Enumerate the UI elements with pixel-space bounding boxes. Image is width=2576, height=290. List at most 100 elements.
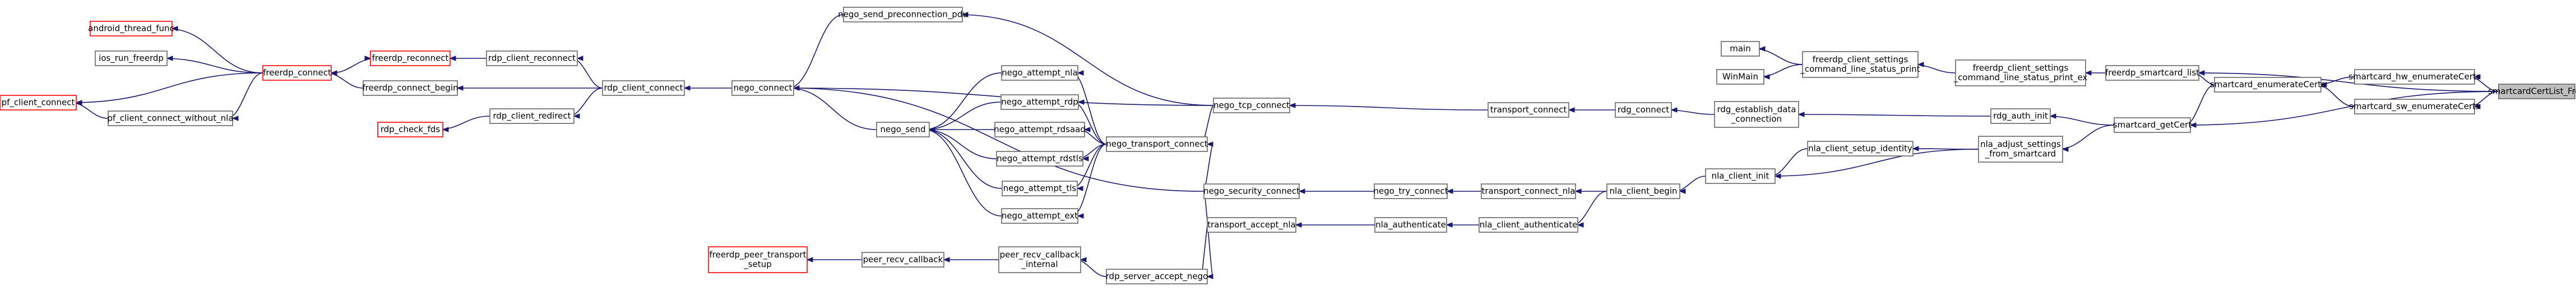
node-box [2114,117,2191,133]
node-rdp-client-reconnect[interactable]: rdp_client_reconnect [486,50,578,66]
edge-arrowhead [1206,274,1213,279]
node-rdp-check-fds[interactable]: rdp_check_fds [377,122,443,137]
node-label: rdg_connect [1618,105,1669,116]
node-nla-authenticate[interactable]: nla_authenticate [1374,217,1447,233]
edge-arrowhead [449,56,456,61]
node-nla-client-setup-identity[interactable]: nla_client_setup_identity [1807,141,1914,156]
edge-arrowhead [166,56,173,61]
edge-nla-authenticate-to-transport-accept-nla [1290,222,1375,228]
edge-freerdp-connect-to-android-thread-func [166,26,263,73]
node-nego-transport-connect[interactable]: nego_transport_connect [1106,136,1208,152]
node-freerdp-client-settings-command-line-status-print-ex[interactable]: freerdp_client_settings_command_line_sta… [1953,59,2088,86]
edge-line [1758,64,1803,77]
node-box [1001,65,1078,81]
node-pf-client-connect[interactable]: pf_client_connect [0,95,77,111]
edge-line [787,14,844,89]
node-rdp-server-accept-nego[interactable]: rdp_server_accept_nego [1106,269,1208,284]
node-rdg-establish-data-connection[interactable]: rdg_establish_data_connection [1714,101,1799,128]
node-box [1213,98,1290,113]
node-smartcard-enumerate-certs[interactable]: smartcard_enumerateCerts [2210,77,2325,93]
node-ios-run-freerdp[interactable]: ios_run_freerdp [95,50,168,66]
node-freerdp-connect[interactable]: freerdp_connect [262,65,332,81]
node-transport-connect[interactable]: transport_connect [1488,102,1569,118]
edge-arrowhead [2084,70,2092,76]
node-label: rdp_client_reconnect [488,53,576,64]
node-box [1203,183,1300,199]
node-nego-attempt-nla[interactable]: nego_attempt_nla [1001,65,1078,81]
node-nego-security-connect[interactable]: nego_security_connect [1203,183,1300,199]
node-peer-recv-callback[interactable]: peer_recv_callback [861,252,944,268]
node-nla-adjust-settings-from-smartcard[interactable]: nla_adjust_settings_from_smartcard [1978,136,2063,163]
edge-transport-connect-to-nego-tcp-connect [1284,103,1489,111]
node-label: nego_send [880,125,925,135]
node-nego-attempt-rdp[interactable]: nego_attempt_rdp [1000,94,1079,110]
node-label: nego_transport_connect [1106,139,1208,150]
node-label: smartcard_hw_enumerateCerts [2348,72,2481,82]
edge-arrowhead [75,100,82,105]
node-box [996,151,1083,167]
node-box [1106,269,1208,284]
edge-arrowhead [456,85,464,91]
node-freerdp-reconnect[interactable]: freerdp_reconnect [370,50,451,66]
node-box [1978,136,2063,163]
node-box [95,50,168,66]
node-transport-accept-nla[interactable]: transport_accept_nla [1207,217,1296,233]
node-nego-attempt-rdstls[interactable]: nego_attempt_rdstls [996,151,1083,167]
node-smartcard-get-cert[interactable]: smartcard_getCert [2113,117,2192,133]
node-box [1479,217,1578,233]
node-peer-recv-callback-internal[interactable]: peer_recv_callback_internal [998,246,1081,273]
node-label: ios_run_freerdp [99,53,164,64]
node-nego-connect[interactable]: nego_connect [731,80,794,96]
node-label: nla_client_authenticate [1480,220,1578,231]
edge-line [1753,48,1803,65]
node-nego-attempt-tls[interactable]: nego_attempt_tls [1002,181,1078,196]
node-box [1955,59,2086,86]
node-rdg-connect[interactable]: rdg_connect [1615,102,1672,118]
node-android-thread-func[interactable]: android_thread_func [88,21,174,36]
node-nego-attempt-ext[interactable]: nego_attempt_ext [1001,208,1078,224]
node-nego-attempt-rdsaad[interactable]: nego_attempt_rdsaad [994,122,1086,137]
node-freerdp-peer-transport-setup[interactable]: freerdp_peer_transport_setup [708,246,808,273]
node-smartcard-cert-list-free[interactable]: smartcardCertList_Free [2488,84,2576,99]
node-nla-client-init[interactable]: nla_client_init [1705,168,1776,184]
node-rdp-client-connect[interactable]: rdp_client_connect [602,80,685,96]
node-transport-connect-nla[interactable]: transport_connect_nla [1481,183,1576,199]
node-label: transport_connect_nla [1482,186,1576,197]
node-freerdp-smartcard-list[interactable]: freerdp_smartcard_list [2105,65,2199,81]
node-freerdp-connect-begin[interactable]: freerdp_connect_begin [362,80,458,96]
node-rdp-client-redirect[interactable]: rdp_client_redirect [489,108,574,124]
node-box [1606,183,1680,199]
edge-arrowhead [2049,113,2056,119]
node-nego-send-preconnection-pdu[interactable]: nego_send_preconnection_pdu [838,7,968,22]
edge-arrowhead [1446,188,1453,194]
edge-line [2056,125,2115,150]
node-nego-send[interactable]: nego_send [876,122,930,137]
node-label: rdp_client_connect [604,83,683,94]
node-nla-client-begin[interactable]: nla_client_begin [1606,183,1680,199]
edge-rdp-client-connect-to-freerdp-connect-begin [452,85,603,91]
node-label: rdg_auth_init [1993,111,2048,122]
node-main[interactable]: main [1721,41,1760,57]
edge-arrowhead [1763,74,1770,80]
node-smartcard-hw-enumerate-certs[interactable]: smartcard_hw_enumerateCerts [2348,69,2481,85]
node-nla-client-authenticate[interactable]: nla_client_authenticate [1479,217,1578,233]
edge-nego-try-connect-to-nego-security-connect [1294,188,1374,194]
node-label: peer_recv_callback [863,255,943,265]
edge-smartcard-get-cert-to-rdg-auth-init [2044,113,2115,126]
node-freerdp-client-settings-command-line-status-print[interactable]: freerdp_client_settings_command_line_sta… [1800,51,1920,78]
edge-line [161,58,263,73]
node-label: _internal [1021,259,1058,270]
node-label: nla_client_setup_identity [1808,144,1912,154]
node-nego-tcp-connect[interactable]: nego_tcp_connect [1213,98,1290,113]
node-nego-try-connect[interactable]: nego_try_connect [1373,183,1448,199]
node-smartcard-sw-enumerate-certs[interactable]: smartcard_sw_enumerateCerts [2349,99,2480,114]
node-win-main[interactable]: WinMain [1716,69,1764,85]
node-rdg-auth-init[interactable]: rdg_auth_init [1990,108,2051,124]
node-pf-client-connect-without-nla[interactable]: pf_client_connect_without_nla [107,111,234,126]
node-box [1721,41,1760,57]
edge-arrowhead [2198,70,2205,76]
edge-line [787,88,877,130]
edge-line [923,129,1002,217]
node-label: main [1730,44,1750,54]
node-box [998,246,1081,273]
